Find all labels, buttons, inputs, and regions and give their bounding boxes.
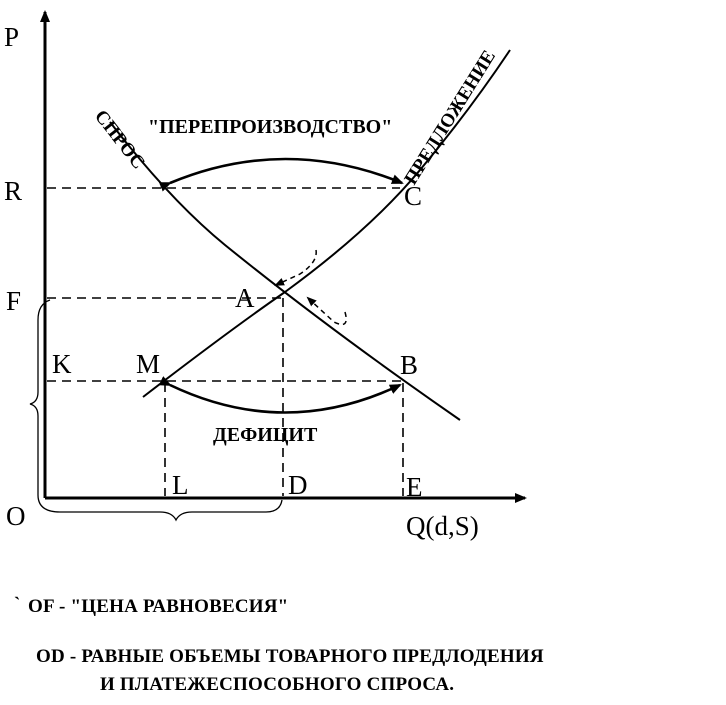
note-equal-volumes-cont: И ПЛАТЕЖЕСПОСОБНОГО СПРОСА. bbox=[100, 674, 455, 695]
deficit-caption: ДЕФИЦИТ bbox=[213, 424, 318, 446]
point-label-a: A bbox=[235, 283, 255, 313]
adjustment-arrow-down bbox=[306, 296, 347, 326]
point-label-m: M bbox=[136, 349, 160, 379]
overproduction-arrow bbox=[158, 157, 404, 192]
x-axis-label: Q(d,S) bbox=[406, 511, 479, 541]
point-label-f: F bbox=[6, 286, 21, 316]
point-label-e: E bbox=[406, 472, 423, 502]
supply-curve bbox=[142, 49, 511, 398]
y-axis-label: P bbox=[4, 22, 19, 52]
note-bullet: ` bbox=[14, 594, 21, 615]
point-label-k: K bbox=[52, 349, 72, 379]
point-label-b: B bbox=[400, 350, 418, 380]
deficit-arrow bbox=[158, 376, 402, 414]
adjustment-arrow-up bbox=[274, 249, 317, 286]
overproduction-caption: "ПЕРЕПРОИЗВОДСТВО" bbox=[148, 116, 392, 138]
bracket bbox=[29, 299, 283, 522]
note-equilibrium-price: OF - "ЦЕНА РАВНОВЕСИЯ" bbox=[28, 596, 289, 617]
point-label-r: R bbox=[4, 176, 22, 206]
supply-curve-label: ПРЕДЛОЖЕНИЕ bbox=[400, 47, 500, 189]
point-label-d: D bbox=[288, 470, 308, 500]
demand-curve bbox=[109, 121, 461, 421]
note-equal-volumes: OD - РАВНЫЕ ОБЪЕМЫ ТОВАРНОГО ПРЕДЛОДЕНИЯ bbox=[36, 646, 544, 667]
demand-curve-label: СПРОС bbox=[90, 106, 149, 173]
supply-demand-diagram: P O Q(d,S) R F K A C M B L D E "ПЕРЕПРОИ… bbox=[4, 10, 527, 541]
point-label-c: C bbox=[404, 181, 422, 211]
point-label-l: L bbox=[172, 470, 189, 500]
origin-label: O bbox=[6, 501, 26, 531]
